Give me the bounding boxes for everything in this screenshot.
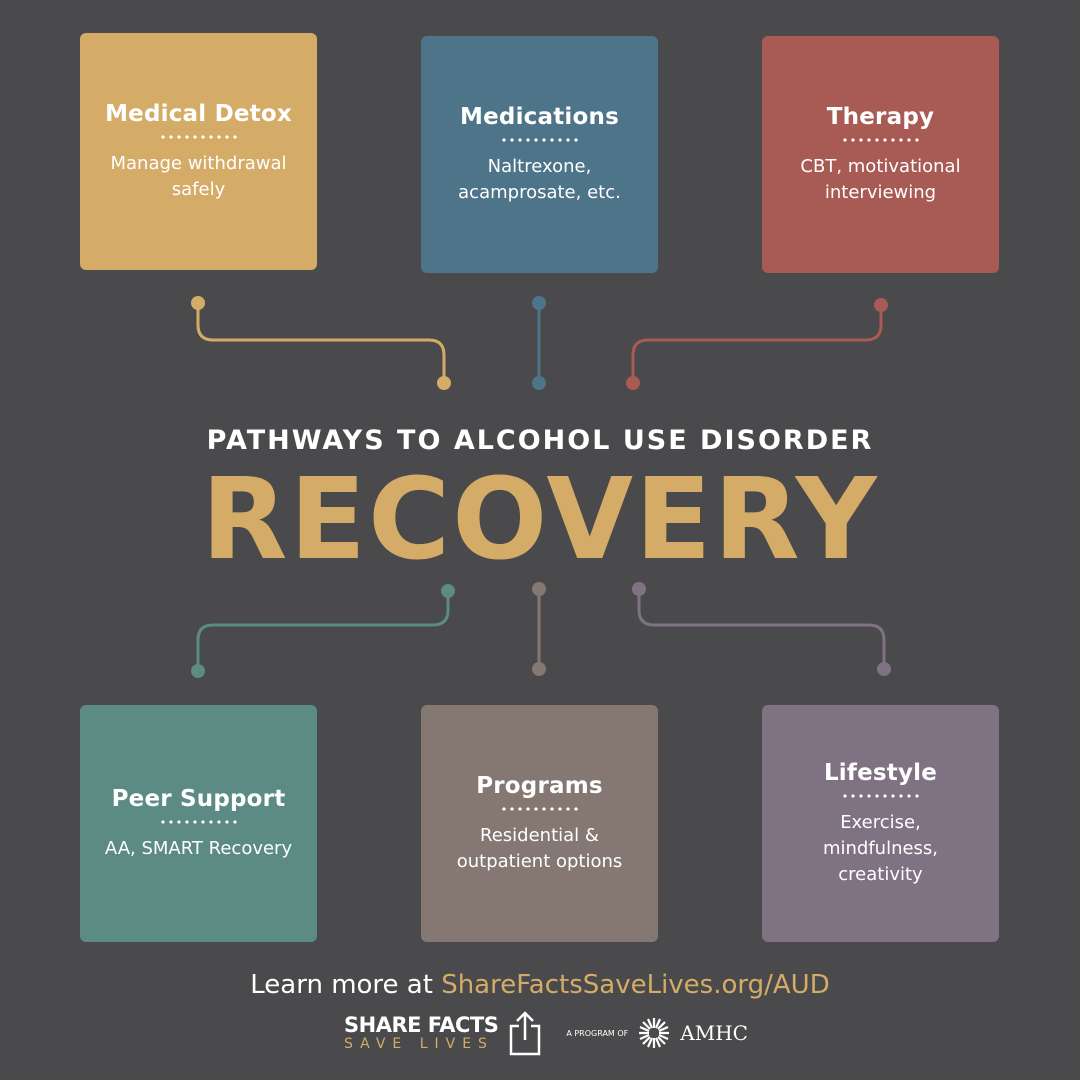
org-name: AMHC — [680, 1021, 748, 1045]
learn-more: Learn more at ShareFactsSaveLives.org/AU… — [0, 970, 1080, 1000]
amhc-logo-icon — [639, 1018, 670, 1048]
card-medications: Medications Naltrexone, acamprosate, etc… — [421, 36, 658, 273]
connector-medications — [532, 296, 546, 390]
card-title: Therapy — [826, 103, 935, 130]
program-of: A PROGRAM OF — [566, 1028, 629, 1038]
card-programs: Programs Residential & outpatient option… — [421, 705, 658, 942]
share-icon — [510, 1011, 541, 1056]
dotted-divider — [499, 806, 580, 811]
learn-prefix: Learn more at — [250, 970, 442, 1000]
card-lifestyle: Lifestyle Exercise, mindfulness, creativ… — [762, 705, 999, 942]
card-text: Residential & outpatient options — [456, 824, 623, 872]
connector-therapy — [626, 298, 888, 390]
card-title: Medications — [460, 103, 619, 130]
dotted-divider — [840, 793, 921, 798]
website-link[interactable]: ShareFactsSaveLives.org/AUD — [441, 970, 830, 1000]
dotted-divider — [158, 819, 239, 824]
dotted-divider — [158, 134, 239, 139]
card-text: Exercise, mindfulness, creativity — [822, 811, 939, 885]
logo-line1: SHARE FACTS — [344, 1013, 499, 1037]
connector-detox — [191, 296, 451, 390]
card-therapy: Therapy CBT, motivational interviewing — [762, 36, 999, 273]
connector-programs — [532, 582, 546, 676]
card-text: Naltrexone, acamprosate, etc. — [458, 155, 621, 203]
card-text: AA, SMART Recovery — [104, 837, 293, 859]
connector-peer — [191, 584, 455, 678]
subtitle: PATHWAYS TO ALCOHOL USE DISORDER — [206, 425, 874, 456]
card-title: Lifestyle — [823, 759, 938, 786]
dotted-divider — [499, 137, 580, 142]
main-title: RECOVERY — [201, 455, 879, 585]
dotted-divider — [840, 137, 921, 142]
card-text: CBT, motivational interviewing — [800, 155, 961, 203]
card-title: Peer Support — [111, 785, 286, 812]
card-text: Manage withdrawal safely — [110, 152, 287, 200]
logo-line2: SAVE LIVES — [344, 1036, 494, 1052]
card-title: Medical Detox — [105, 100, 292, 127]
card-medical-detox: Medical Detox Manage withdrawal safely — [80, 33, 317, 270]
card-peer-support: Peer Support AA, SMART Recovery — [80, 705, 317, 942]
connector-lifestyle — [632, 582, 891, 676]
card-title: Programs — [476, 772, 603, 799]
